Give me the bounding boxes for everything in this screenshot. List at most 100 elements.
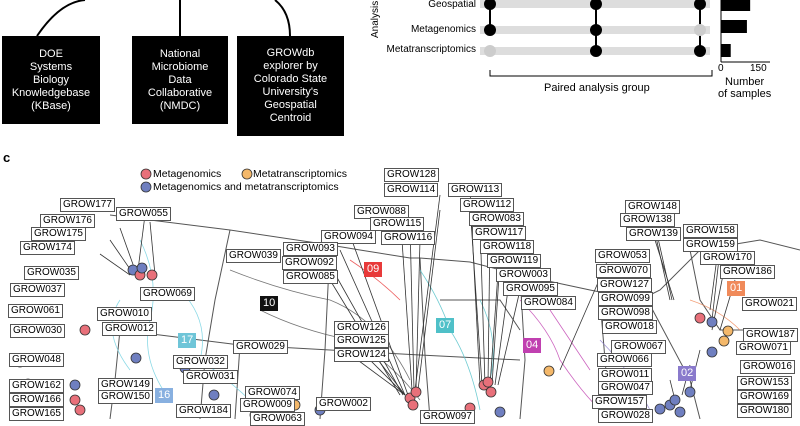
site-label: GROW180: [737, 404, 792, 418]
site-label: GROW067: [611, 340, 666, 354]
site-label: GROW169: [737, 390, 792, 404]
site-label: GROW098: [598, 306, 653, 320]
site-marker[interactable]: [482, 376, 494, 388]
site-label: GROW012: [102, 322, 157, 336]
tick-0: 0: [718, 63, 724, 74]
site-marker[interactable]: [494, 406, 506, 418]
sample-bar: [721, 0, 751, 11]
site-marker[interactable]: [79, 324, 91, 336]
site-label: GROW176: [40, 214, 95, 228]
row-label-metagenomics: Metagenomics: [410, 24, 476, 35]
legend-dot: [241, 168, 253, 180]
site-label: GROW112: [460, 198, 515, 212]
legend-metatranscriptomics: Metatranscriptomics: [253, 168, 347, 180]
nmdc-label: National Microbiome Data Collaborative (…: [147, 47, 213, 112]
site-label: GROW028: [598, 409, 653, 423]
site-label: GROW053: [595, 249, 650, 263]
site-label: GROW037: [10, 283, 65, 297]
site-label: GROW069: [140, 287, 195, 301]
site-label: GROW032: [173, 355, 228, 369]
site-marker[interactable]: [543, 365, 555, 377]
paired-group-label: Paired analysis group: [544, 82, 650, 94]
site-label: GROW048: [9, 353, 64, 367]
site-label: GROW071: [736, 341, 791, 355]
site-label: GROW115: [370, 217, 425, 231]
site-label: GROW093: [283, 242, 338, 256]
sample-bar: [721, 20, 747, 33]
site-label: GROW124: [334, 348, 389, 362]
region-16: 16: [155, 388, 174, 403]
row-label-geospatial: Geospatial: [428, 0, 476, 10]
site-label: GROW018: [602, 320, 657, 334]
site-marker[interactable]: [69, 379, 81, 391]
site-label: GROW085: [283, 270, 338, 284]
site-label: GROW063: [250, 412, 305, 426]
site-label: GROW070: [596, 264, 651, 278]
region-07: 07: [436, 318, 455, 333]
site-label: GROW126: [334, 321, 389, 335]
site-label: GROW039: [226, 249, 281, 263]
region-17: 17: [178, 333, 197, 348]
region-04: 04: [523, 338, 542, 353]
site-label: GROW128: [384, 168, 439, 182]
site-marker[interactable]: [669, 394, 681, 406]
site-label: GROW150: [98, 390, 153, 404]
site-label: GROW153: [737, 376, 792, 390]
tick-150: 150: [750, 63, 767, 74]
site-marker[interactable]: [654, 403, 666, 415]
site-label: GROW055: [116, 207, 171, 221]
site-marker[interactable]: [208, 389, 220, 401]
site-label: GROW016: [740, 360, 795, 374]
site-label: GROW003: [496, 268, 551, 282]
site-label: GROW011: [598, 368, 653, 382]
site-label: GROW119: [487, 254, 542, 268]
site-label: GROW162: [9, 379, 64, 393]
panel-c-letter: c: [3, 150, 11, 165]
site-label: GROW138: [620, 213, 675, 227]
site-marker[interactable]: [407, 399, 419, 411]
site-marker[interactable]: [69, 394, 81, 406]
legend-metagenomics: Metagenomics: [153, 168, 222, 180]
site-label: GROW009: [240, 398, 295, 412]
site-label: GROW083: [469, 212, 524, 226]
site-marker[interactable]: [722, 325, 734, 337]
site-marker[interactable]: [684, 386, 696, 398]
site-label: GROW158: [683, 224, 738, 238]
site-label: GROW118: [480, 240, 535, 254]
site-label: GROW170: [700, 251, 755, 265]
site-marker[interactable]: [74, 404, 86, 416]
site-marker[interactable]: [706, 316, 718, 328]
site-label: GROW031: [183, 370, 238, 384]
site-marker[interactable]: [718, 335, 730, 347]
region-10: 10: [260, 296, 279, 311]
kbase-label: DOE Systems Biology Knowledgebase (KBase…: [11, 47, 91, 112]
site-marker[interactable]: [674, 406, 686, 418]
site-marker[interactable]: [136, 262, 148, 274]
site-label: GROW021: [742, 297, 797, 311]
site-marker[interactable]: [410, 386, 422, 398]
site-label: GROW114: [384, 183, 439, 197]
site-label: GROW095: [503, 282, 558, 296]
site-marker[interactable]: [706, 346, 718, 358]
site-label: GROW061: [8, 304, 63, 318]
samples-xlabel: Number of samples: [718, 76, 772, 100]
site-label: GROW084: [521, 296, 576, 310]
site-marker[interactable]: [130, 352, 142, 364]
site-label: GROW029: [233, 340, 288, 354]
site-marker[interactable]: [694, 312, 706, 324]
site-label: GROW066: [597, 353, 652, 367]
site-marker[interactable]: [146, 269, 158, 281]
growdb-label: GROWdb explorer by Colorado State Univer…: [253, 47, 328, 124]
site-label: GROW094: [321, 230, 376, 244]
site-label: GROW159: [683, 238, 738, 252]
site-label: GROW116: [381, 231, 436, 245]
site-label: GROW127: [597, 278, 652, 292]
site-label: GROW125: [334, 334, 389, 348]
site-marker[interactable]: [485, 386, 497, 398]
site-label: GROW113: [448, 183, 503, 197]
site-label: GROW002: [316, 397, 371, 411]
site-label: GROW174: [20, 241, 75, 255]
region-01: 01: [727, 281, 746, 296]
site-label: GROW175: [31, 227, 86, 241]
